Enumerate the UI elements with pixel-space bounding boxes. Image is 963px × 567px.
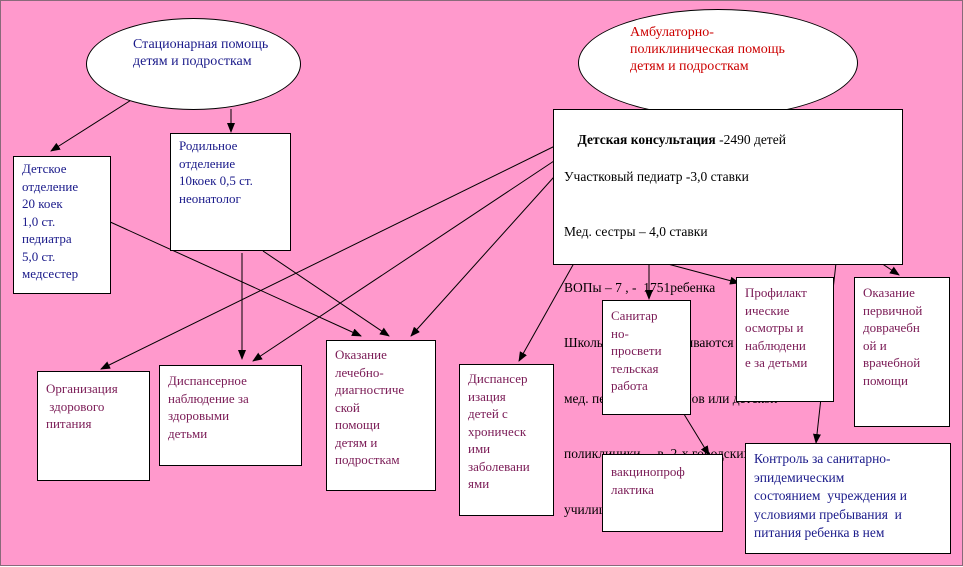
node-maternity-ward: Родильное отделение 10коек 0,5 ст. неона… bbox=[170, 133, 291, 251]
edge-children-consultation-to-healthy-nutrition bbox=[100, 142, 562, 370]
edge-children-consultation-to-chronic-dispensary bbox=[518, 255, 579, 362]
edge-children-consultation-to-diagnostic-care bbox=[410, 157, 572, 337]
edge-maternity-ward-to-diagnostic-care bbox=[262, 250, 390, 337]
node-primary-care: Оказание первичной доврачебн ой и врачеб… bbox=[854, 277, 950, 427]
edge-children-consultation-to-preventive-exams bbox=[663, 262, 740, 285]
node-chronic-dispensary: Диспансер изация детей с хроническ ими з… bbox=[459, 364, 554, 516]
node-preventive-exams: Профилакт ические осмотры и наблюдени е … bbox=[736, 277, 834, 402]
edge-children-consultation-to-primary-care bbox=[880, 262, 900, 276]
consultation-title-suffix: -2490 детей bbox=[715, 131, 786, 147]
node-children-consultation: Детская консультация -2490 детей Участко… bbox=[553, 109, 903, 517]
consultation-line-3: ВОПы – 7 , - 1751ребенка bbox=[564, 279, 716, 295]
edge-inpatient-care-to-children-ward bbox=[50, 96, 137, 152]
node-healthy-dispensary: Диспансерное наблюдение за здоровыми дет… bbox=[159, 365, 302, 466]
consultation-line-1: Участковый педиатр -3,0 ставки bbox=[564, 168, 749, 184]
node-healthy-nutrition: Организация здорового питания bbox=[37, 371, 150, 481]
node-vaccination: вакцинопроф лактика bbox=[602, 454, 723, 532]
node-diagnostic-care: Оказание лечебно- диагностиче ской помощ… bbox=[326, 340, 436, 491]
node-health-education: Санитар но- просвети тельская работа bbox=[602, 300, 691, 415]
consultation-title: Детская консультация bbox=[577, 131, 716, 147]
node-outpatient-care-label: Амбулаторно- поликлиническая помощь детя… bbox=[630, 25, 785, 74]
node-inpatient-care: Стационарная помощь детям и подросткам bbox=[86, 18, 301, 110]
node-sanitary-control: Контроль за санитарно- эпидемическим сос… bbox=[745, 443, 951, 554]
consultation-line-2: Мед. сестры – 4,0 ставки bbox=[564, 224, 708, 239]
node-inpatient-care-label: Стационарная помощь детям и подросткам bbox=[133, 37, 269, 69]
node-children-ward: Детское отделение 20 коек 1,0 ст. педиат… bbox=[13, 156, 111, 294]
node-outpatient-care: Амбулаторно- поликлиническая помощь детя… bbox=[578, 9, 858, 117]
edge-children-consultation-to-healthy-dispensary bbox=[252, 150, 570, 362]
